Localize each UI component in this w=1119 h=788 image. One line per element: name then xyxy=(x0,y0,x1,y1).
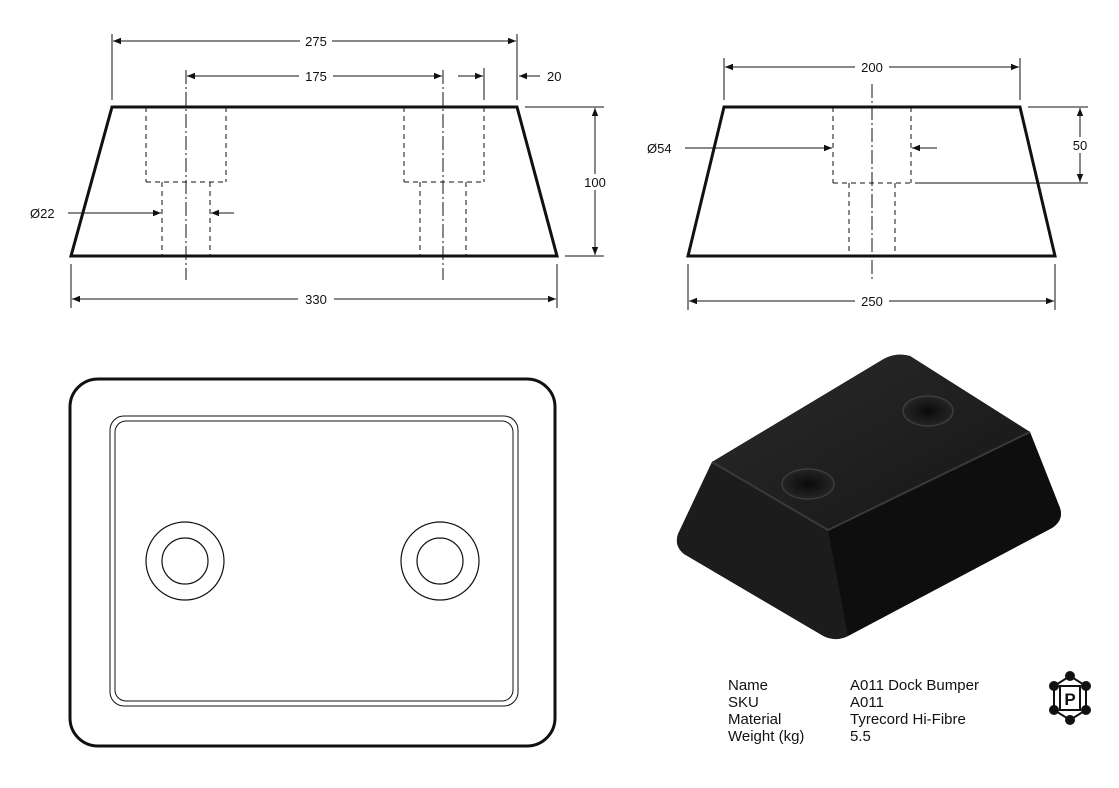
label-edge-offset: 20 xyxy=(547,69,561,84)
top-view xyxy=(68,377,557,748)
top-view-right-counterbore xyxy=(400,521,480,601)
top-view-inner-outline-2 xyxy=(114,420,514,702)
spec-row-material: Material Tyrecord Hi-Fibre xyxy=(728,711,979,728)
spec-value: A011 xyxy=(850,694,884,711)
spec-table: Name A011 Dock Bumper SKU A011 Material … xyxy=(728,677,979,745)
render-front-face xyxy=(676,462,848,640)
logo-letter: P xyxy=(1064,690,1075,709)
front-extension-lines xyxy=(70,34,604,308)
spec-row-sku: SKU A011 xyxy=(728,694,979,711)
spec-row-weight: Weight (kg) 5.5 xyxy=(728,728,979,745)
top-view-left-hole xyxy=(161,537,209,585)
top-view-left-counterbore xyxy=(145,521,225,601)
render-right-face xyxy=(828,432,1061,636)
front-center-lines xyxy=(185,70,444,280)
spec-label: Material xyxy=(728,711,782,728)
spec-value: A011 Dock Bumper xyxy=(850,677,979,694)
front-view: 275 175 20 100 330 Ø22 xyxy=(30,33,610,308)
render-hole-front xyxy=(781,468,835,500)
top-view-right-hole xyxy=(416,537,464,585)
side-view-outline xyxy=(686,105,1057,258)
left-hole-hidden-lines xyxy=(145,107,227,256)
spec-value: Tyrecord Hi-Fibre xyxy=(850,711,966,728)
spec-row-name: Name A011 Dock Bumper xyxy=(728,677,979,694)
top-view-inner-outline xyxy=(109,415,519,707)
label-side-bottom-width: 250 xyxy=(861,294,883,309)
top-view-outer-outline xyxy=(68,377,557,748)
label-counterbore-depth: 50 xyxy=(1073,138,1087,153)
side-extension-lines xyxy=(687,58,1088,310)
label-hole-diameter: Ø22 xyxy=(30,206,55,221)
label-hole-spacing: 175 xyxy=(305,69,327,84)
front-view-outline xyxy=(69,105,559,258)
spec-value: 5.5 xyxy=(850,728,871,745)
render-hole-back xyxy=(902,395,954,427)
right-hole-hidden-lines xyxy=(403,107,485,256)
label-counterbore-diameter: Ø54 xyxy=(647,141,672,156)
brand-logo: P xyxy=(1049,671,1091,725)
label-bottom-width: 330 xyxy=(305,292,327,307)
label-side-top-width: 200 xyxy=(861,60,883,75)
label-height: 100 xyxy=(584,175,606,190)
spec-label: Name xyxy=(728,677,769,694)
bumper-3d-render xyxy=(676,354,1061,640)
label-top-width: 275 xyxy=(305,34,327,49)
spec-label: Weight (kg) xyxy=(728,728,805,745)
side-view: 200 250 50 Ø54 xyxy=(647,58,1092,310)
spec-label: SKU xyxy=(728,694,759,711)
